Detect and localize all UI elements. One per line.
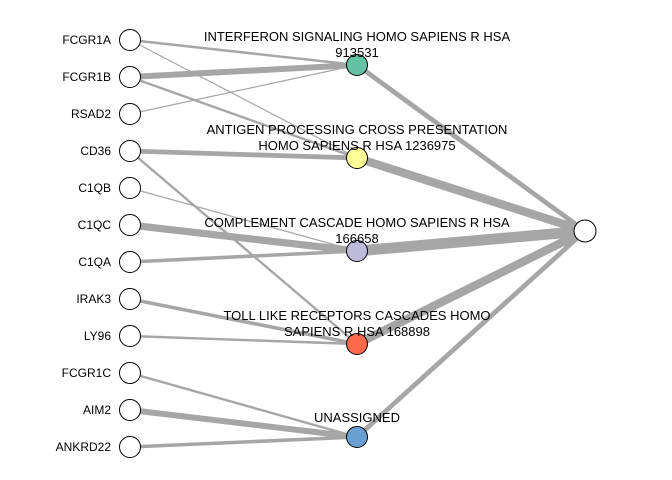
- edge-cd36-to-antigen: [129, 148, 358, 161]
- edge-cd36-to-toll: [129, 150, 358, 345]
- edge-interferon-to-sink: [355, 63, 587, 233]
- edge-c1qa-to-complement: [129, 249, 358, 264]
- gene-node-ankrd22: [119, 436, 141, 458]
- pathway-label-antigen-line-2: HOMO SAPIENS R HSA 1236975: [258, 138, 455, 153]
- pathway-node-unassigned: [346, 426, 368, 448]
- edges-layer: [129, 38, 587, 449]
- gene-label-ly96: LY96: [84, 329, 111, 343]
- nodes-layer: [119, 29, 597, 458]
- gene-node-fcgr1c: [119, 362, 141, 384]
- pathway-label-interferon-line-1: INTERFERON SIGNALING HOMO SAPIENS R HSA: [204, 29, 511, 44]
- gene-label-c1qb: C1QB: [78, 181, 111, 195]
- gene-label-fcgr1c: FCGR1C: [62, 366, 112, 380]
- sink-node: [573, 219, 597, 243]
- edge-fcgr1b-to-antigen: [129, 75, 358, 160]
- pathway-node-antigen: [346, 147, 368, 169]
- edge-c1qc-to-complement: [129, 221, 358, 255]
- pathway-label-complement-line-2: 166658: [335, 231, 378, 246]
- gene-node-irak3: [119, 288, 141, 310]
- gene-label-irak3: IRAK3: [76, 292, 111, 306]
- gene-label-rsad2: RSAD2: [71, 107, 111, 121]
- pathway-label-antigen-line-1: ANTIGEN PROCESSING CROSS PRESENTATION: [207, 122, 508, 137]
- edge-ly96-to-toll: [129, 334, 358, 346]
- gene-node-ly96: [119, 325, 141, 347]
- pathway-label-toll-line-1: TOLL LIKE RECEPTORS CASCADES HOMO: [223, 308, 490, 323]
- pathway-label-unassigned-line-1: UNASSIGNED: [314, 410, 400, 425]
- edge-antigen-to-sink: [355, 154, 587, 235]
- pathway-node-toll: [346, 333, 368, 355]
- gene-node-rsad2: [119, 103, 141, 125]
- gene-label-c1qc: C1QC: [78, 218, 112, 232]
- gene-node-cd36: [119, 140, 141, 162]
- pathway-label-toll-line-2: SAPIENS R HSA 168898: [284, 324, 430, 339]
- pathway-node-interferon: [346, 54, 368, 76]
- edge-unassigned-to-sink: [355, 229, 587, 439]
- gene-label-fcgr1a: FCGR1A: [62, 33, 111, 47]
- gene-label-fcgr1b: FCGR1B: [62, 70, 111, 84]
- pathway-label-complement-line-1: COMPLEMENT CASCADE HOMO SAPIENS R HSA: [204, 215, 510, 230]
- gene-label-c1qa: C1QA: [78, 255, 111, 269]
- gene-label-ankrd22: ANKRD22: [56, 440, 112, 454]
- pathway-label-interferon-line-2: 913531: [335, 45, 378, 60]
- gene-node-c1qc: [119, 214, 141, 236]
- gene-node-fcgr1a: [119, 29, 141, 51]
- edge-toll-to-sink: [355, 227, 587, 348]
- edge-c1qb-to-complement: [129, 187, 358, 252]
- edge-fcgr1b-to-interferon: [129, 62, 358, 80]
- edge-fcgr1c-to-unassigned: [129, 371, 358, 439]
- edge-fcgr1a-to-antigen: [129, 39, 358, 159]
- edge-fcgr1a-to-interferon: [129, 38, 358, 67]
- gene-label-aim2: AIM2: [83, 403, 111, 417]
- gene-node-c1qa: [119, 251, 141, 273]
- pathway-node-complement: [346, 240, 368, 262]
- edge-complement-to-sink: [356, 225, 586, 257]
- edge-ankrd22-to-unassigned: [129, 435, 358, 449]
- gene-node-c1qb: [119, 177, 141, 199]
- gene-node-aim2: [119, 399, 141, 421]
- gene-label-cd36: CD36: [80, 144, 111, 158]
- edge-aim2-to-unassigned: [129, 407, 358, 440]
- edge-irak3-to-toll: [129, 297, 358, 346]
- edge-rsad2-to-interferon: [129, 64, 358, 115]
- gene-node-fcgr1b: [119, 66, 141, 88]
